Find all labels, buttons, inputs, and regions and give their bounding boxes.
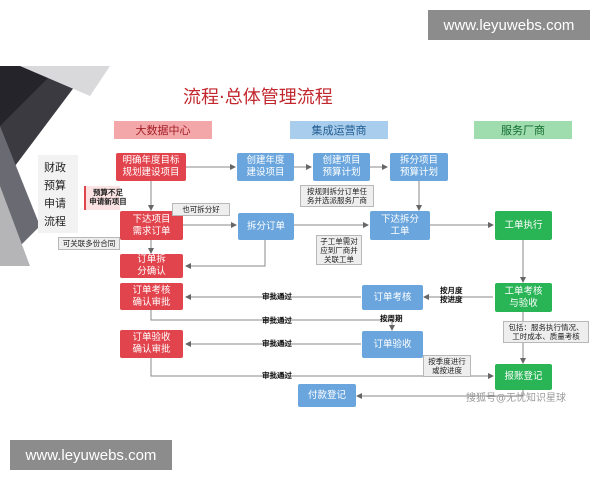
edge-label-approved: 审批通过 (262, 316, 292, 325)
annotation-multiple-contracts: 可关联多份合同 (58, 237, 120, 250)
watermark-top: www.leyuwebs.com (428, 10, 590, 40)
node-order-acceptance[interactable]: 订单验收 (362, 331, 423, 358)
edge-label-approved: 审批通过 (262, 371, 292, 380)
annotation-split-rules: 按规则拆分订单任 务并选派服务厂商 (300, 185, 374, 207)
node-split-order[interactable]: 拆分订单 (238, 213, 294, 240)
watermark-sohu: 搜狐号@无忧知识星球 (466, 393, 566, 404)
node-order-assess[interactable]: 订单考核 (362, 285, 423, 310)
edge-label-approved: 审批通过 (262, 292, 292, 301)
annotation-assess-content: 包括：服务执行情况、 工时成本、质量考核 (503, 321, 589, 343)
edge-label-by-cycle: 按周期 (380, 314, 403, 323)
node-workorder-assess-accept[interactable]: 工单考核 与验收 (495, 283, 552, 312)
lane-header-data-center: 大数据中心 (114, 121, 212, 139)
lane-header-vendor: 服务厂商 (474, 121, 572, 139)
node-workorder-execution[interactable]: 工单执行 (495, 211, 552, 240)
side-menu-item[interactable]: 申请 (44, 197, 66, 210)
node-order-accept-approval[interactable]: 订单验收 确认审批 (120, 330, 183, 358)
watermark-bottom: www.leyuwebs.com (10, 440, 172, 470)
lane-header-integrator: 集成运营商 (290, 121, 388, 139)
annotation-insufficient-budget: 预算不足 申请新项目 (89, 188, 127, 206)
edge-label-monthly: 按月度 按进度 (440, 286, 463, 304)
annotation-suborder-vendor: 子工单需对 应到厂商并 关联工单 (316, 235, 362, 265)
node-issue-split-workorder[interactable]: 下达拆分 工单 (370, 211, 430, 240)
node-plan-projects[interactable]: 明确年度目标 规划建设项目 (116, 153, 186, 181)
side-menu-item[interactable]: 财政 (44, 161, 66, 174)
node-reimbursement-register[interactable]: 报账登记 (495, 364, 552, 390)
node-order-split-confirm[interactable]: 订单拆 分确认 (120, 254, 183, 278)
side-menu-item[interactable]: 预算 (44, 179, 66, 192)
side-menu-item[interactable]: 流程 (44, 215, 66, 228)
node-create-annual-project[interactable]: 创建年度 建设项目 (237, 153, 294, 181)
page-title: 流程·总体管理流程 (183, 87, 333, 108)
annotation-quarterly: 按季度进行 或按进度 (423, 355, 471, 377)
annotation-bar (84, 186, 120, 210)
node-order-assess-approval[interactable]: 订单考核 确认审批 (120, 283, 183, 310)
node-create-budget-plan[interactable]: 创建项目 预算计划 (313, 153, 370, 181)
edge-label-approved: 审批通过 (262, 339, 292, 348)
annotation-can-split: 也可拆分好 (172, 203, 230, 216)
decorative-triangles (0, 66, 110, 266)
node-payment-register[interactable]: 付款登记 (298, 384, 356, 407)
side-menu: 财政 预算 申请 流程 (38, 155, 78, 233)
node-split-budget-plan[interactable]: 拆分项目 预算计划 (390, 153, 448, 181)
